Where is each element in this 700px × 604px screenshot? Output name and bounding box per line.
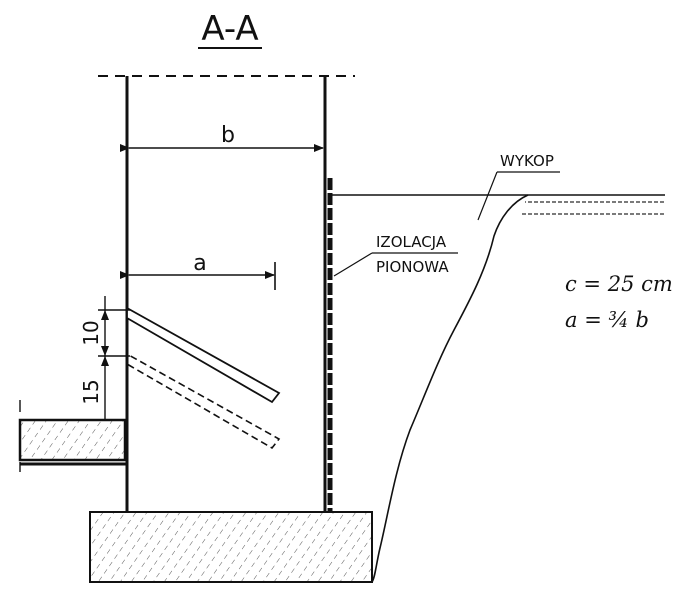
arrow-15-top xyxy=(101,356,109,366)
wykop-leader xyxy=(477,171,498,221)
izolacja-label-line2: PIONOWA xyxy=(376,258,449,276)
izolacja-leader xyxy=(333,252,373,277)
formula-a: a = ¾ b xyxy=(565,308,649,332)
dimension-15-label: 15 xyxy=(79,379,103,404)
arrow-10-bottom xyxy=(101,346,109,356)
dimension-b-label: b xyxy=(221,123,235,148)
inclined-slab-dashed xyxy=(126,352,281,450)
dimension-10-label: 10 xyxy=(79,320,103,345)
inclined-slab xyxy=(126,306,281,404)
arrow-10-top xyxy=(101,310,109,320)
excavation-line xyxy=(371,194,529,583)
soil-hatch-2 xyxy=(520,211,665,216)
izolacja-label-line1: IZOLACJA xyxy=(376,233,447,251)
soil-hatch-1 xyxy=(525,200,665,205)
wykop-label: WYKOP xyxy=(500,152,554,170)
footing xyxy=(89,511,373,583)
dimension-a-label: a xyxy=(193,251,206,276)
left-slab xyxy=(18,418,127,462)
formula-c: c = 25 cm xyxy=(565,272,673,296)
section-title: A-A xyxy=(201,9,258,49)
